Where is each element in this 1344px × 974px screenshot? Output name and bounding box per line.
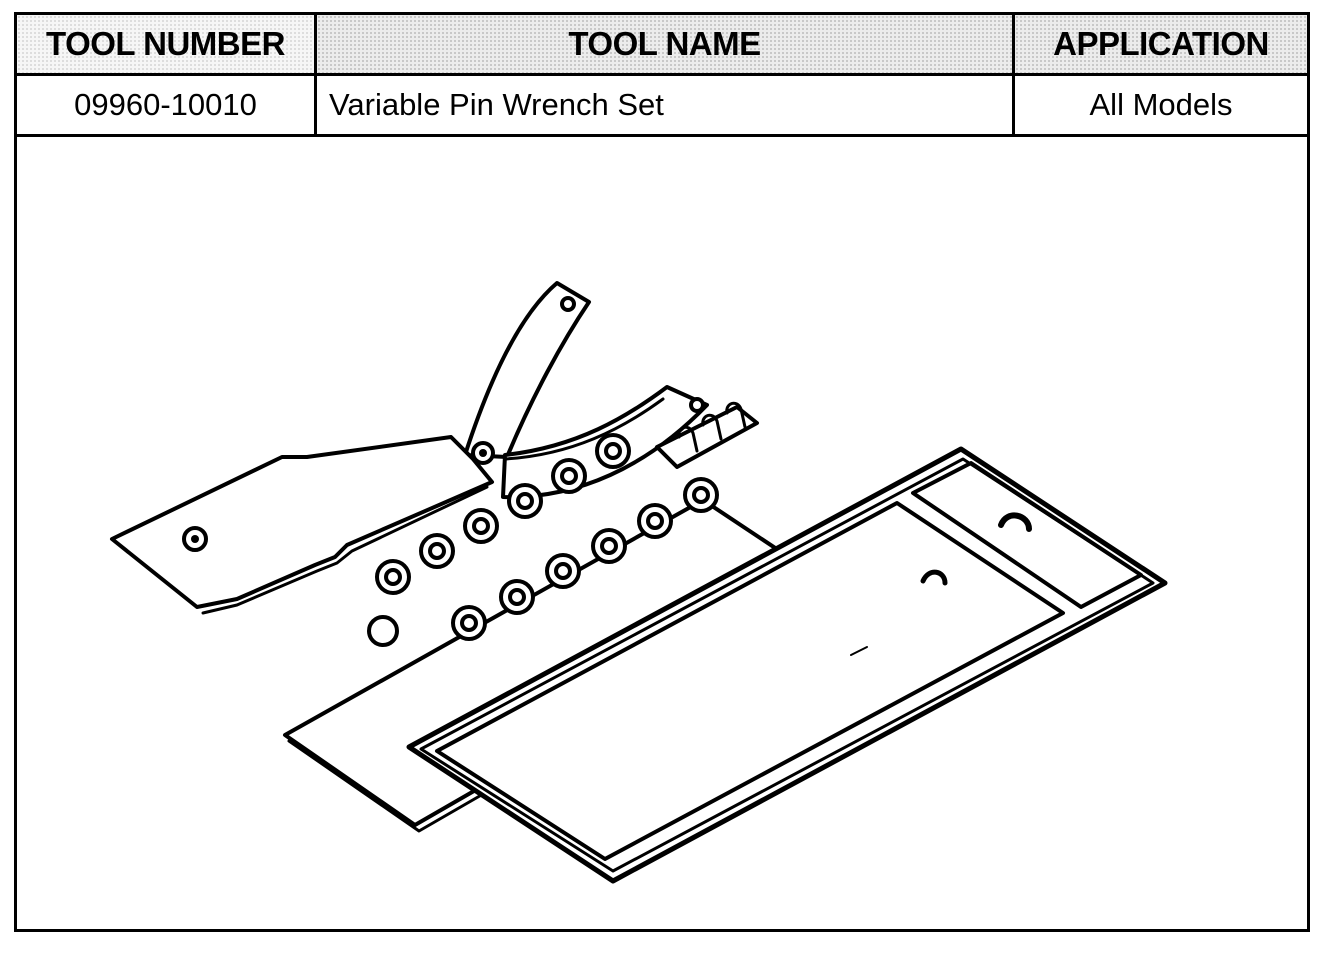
- tool-name-value: Variable Pin Wrench Set: [329, 87, 664, 122]
- tool-number-value: 09960-10010: [74, 87, 257, 122]
- tool-number-header: TOOL NUMBER: [46, 25, 285, 62]
- pin-sockets-top: [375, 433, 631, 595]
- storage-tray: [406, 446, 1168, 884]
- tool-illustration: [17, 137, 1307, 929]
- tool-sheet: TOOL NUMBER TOOL NAME APPLICATION 09960-…: [14, 12, 1310, 932]
- pin-sockets-bottom: [367, 477, 719, 647]
- tool-name-header: TOOL NAME: [568, 25, 761, 62]
- tool-row: 09960-10010 Variable Pin Wrench Set All …: [17, 76, 1307, 137]
- tool-name-cell: Variable Pin Wrench Set: [317, 76, 1015, 134]
- spare-pins-slot: [655, 401, 759, 469]
- tool-illustration-svg: [110, 281, 1168, 884]
- application-header: APPLICATION: [1053, 25, 1269, 62]
- header-row: TOOL NUMBER TOOL NAME APPLICATION: [17, 15, 1307, 76]
- application-header-cell: APPLICATION: [1015, 15, 1307, 73]
- tool-number-cell: 09960-10010: [17, 76, 317, 134]
- tool-number-header-cell: TOOL NUMBER: [17, 15, 317, 73]
- application-value: All Models: [1089, 87, 1233, 122]
- application-cell: All Models: [1015, 76, 1307, 134]
- tool-name-header-cell: TOOL NAME: [317, 15, 1015, 73]
